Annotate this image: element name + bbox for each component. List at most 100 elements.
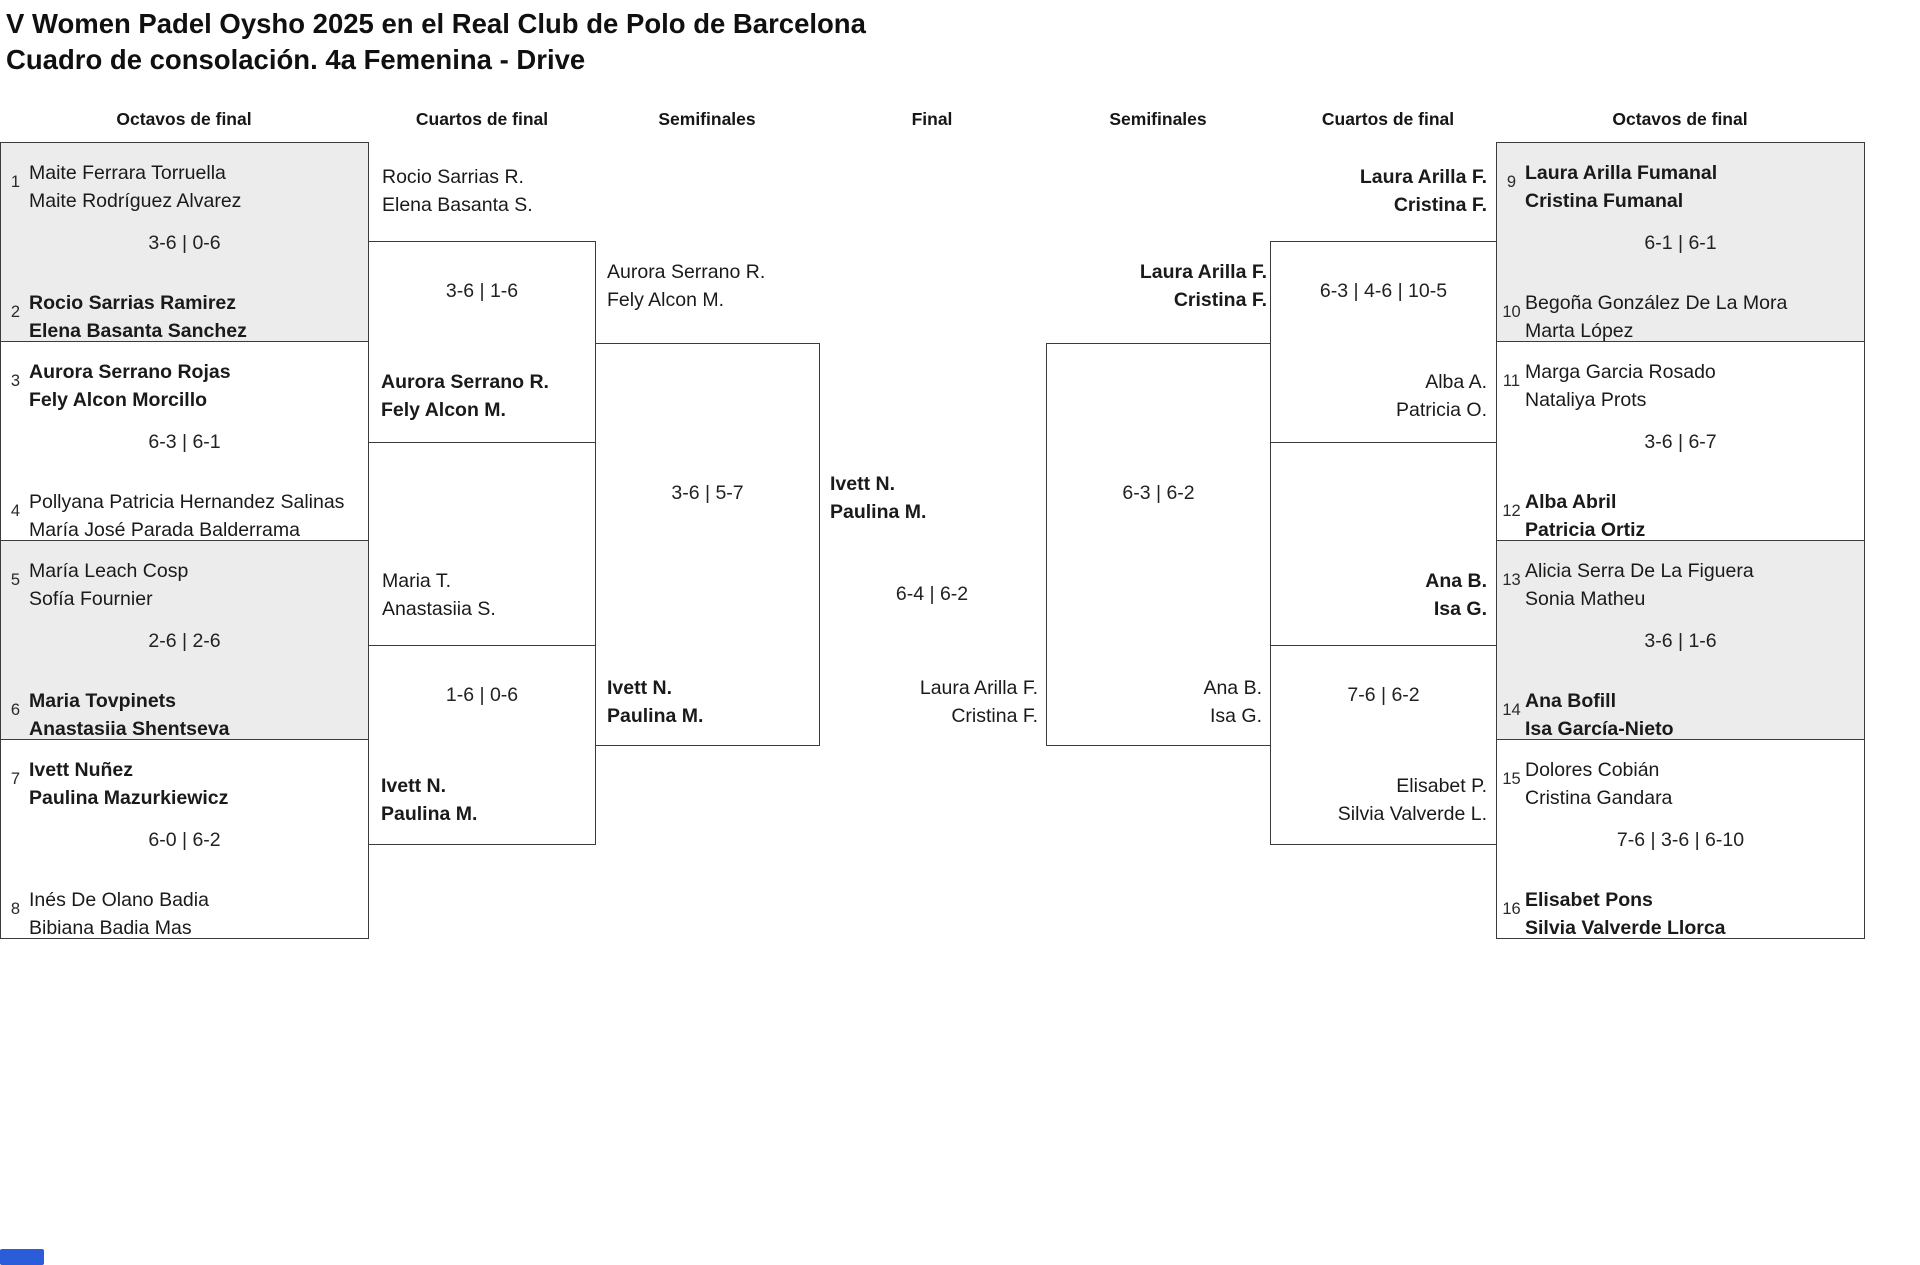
player-line: Sofía Fournier [29, 588, 153, 610]
team-pair-winner: Maria Tovpinets Anastasiia Shentseva [29, 687, 230, 743]
round-header-semis-right: Semifinales [1109, 109, 1207, 129]
qf-left-top-entrant: Rocio Sarrias R. Elena Basanta S. [382, 163, 533, 219]
seed-number: 15 [1502, 770, 1521, 788]
player-line: Elena Basanta S. [382, 194, 533, 216]
player-line: Patricia O. [1395, 399, 1487, 421]
match-box-sf-right [1046, 343, 1271, 746]
seed-number: 7 [10, 770, 21, 788]
seed-number: 11 [1502, 372, 1521, 390]
team-pair-winner: Elisabet Pons Silvia Valverde Llorca [1525, 886, 1726, 942]
player-line: Paulina M. [607, 705, 704, 727]
seed-number: 3 [10, 372, 21, 390]
player-line: Ivett N. [830, 473, 896, 495]
player-line: Anastasiia S. [382, 598, 496, 620]
team-pair-winner: Rocio Sarrias Ramirez Elena Basanta Sanc… [29, 289, 247, 345]
player-line: Fely Alcon M. [381, 399, 506, 421]
player-line: Cristina F. [951, 705, 1038, 727]
sf-right-winner: Laura Arilla F. Cristina F. [1140, 258, 1267, 314]
player-line: Dolores Cobián [1525, 759, 1660, 781]
team-pair-winner: Ivett Nuñez Paulina Mazurkiewicz [29, 756, 228, 812]
team-pair-winner: Laura Arilla Fumanal Cristina Fumanal [1525, 159, 1717, 215]
player-line: Laura Arilla Fumanal [1525, 162, 1718, 184]
player-line: Paulina M. [381, 803, 478, 825]
round-header-semis-left: Semifinales [658, 109, 756, 129]
seed-number: 16 [1502, 900, 1521, 918]
seed-number: 6 [10, 701, 21, 719]
player-line: Bibiana Badia Mas [29, 917, 192, 939]
final-winner: Ivett N. Paulina M. [830, 470, 926, 526]
final-runner-up: Laura Arilla F. Cristina F. [920, 674, 1038, 730]
round-header-cuartos-left: Cuartos de final [415, 109, 549, 129]
match-box-qf-left-top [368, 241, 596, 443]
player-line: Fely Alcon M. [607, 289, 725, 311]
match-box-sf-left [595, 343, 820, 746]
match-box-r16-11-12: 11 Marga Garcia Rosado Nataliya Prots 3-… [1496, 341, 1865, 541]
player-line: Ivett N. [381, 775, 447, 797]
player-line: Cristina Fumanal [1525, 190, 1684, 212]
team-pair: Pollyana Patricia Hernandez Salinas Marí… [29, 488, 344, 544]
player-line: Fely Alcon Morcillo [29, 389, 208, 411]
team-pair: Maite Ferrara Torruella Maite Rodríguez … [29, 159, 241, 215]
player-line: Alba Abril [1525, 491, 1617, 513]
player-line: Rocio Sarrias R. [382, 166, 524, 188]
match-box-r16-13-14: 13 Alicia Serra De La Figuera Sonia Math… [1496, 540, 1865, 740]
team-pair-winner: Ana Bofill Isa García-Nieto [1525, 687, 1673, 743]
qf-left-bottom-entrant: Maria T. Anastasiia S. [382, 567, 496, 623]
player-line: Paulina Mazurkiewicz [29, 787, 229, 809]
player-line: Aurora Serrano Rojas [29, 361, 231, 383]
player-line: Silvia Valverde Llorca [1525, 917, 1726, 939]
sf-right-entrant: Ana B. Isa G. [1203, 674, 1262, 730]
qf-left-bottom-score: 1-6 | 0-6 [445, 684, 519, 706]
player-line: Elisabet P. [1396, 775, 1487, 797]
qf-left-top-winner: Aurora Serrano R. Fely Alcon M. [381, 368, 549, 424]
round-header-octavos-right: Octavos de final [1612, 109, 1748, 129]
player-line: Aurora Serrano R. [607, 261, 766, 283]
player-line: Laura Arilla F. [1139, 261, 1267, 283]
player-line: Laura Arilla F. [919, 677, 1038, 699]
player-line: Alicia Serra De La Figuera [1525, 560, 1754, 582]
player-line: Ivett Nuñez [29, 759, 134, 781]
player-line: Nataliya Prots [1525, 389, 1647, 411]
player-line: Cristina F. [1393, 194, 1487, 216]
seed-number: 8 [10, 900, 21, 918]
team-pair-winner: Aurora Serrano Rojas Fely Alcon Morcillo [29, 358, 231, 414]
page-title: V Women Padel Oysho 2025 en el Real Club… [6, 6, 866, 78]
team-pair: Dolores Cobián Cristina Gandara [1525, 756, 1672, 812]
team-pair: Alicia Serra De La Figuera Sonia Matheu [1525, 557, 1754, 613]
match-score: 3-6 | 1-6 [1644, 630, 1717, 652]
player-line: Patricia Ortiz [1525, 519, 1646, 541]
player-line: Isa G. [1209, 705, 1262, 727]
seed-number: 5 [10, 571, 21, 589]
player-line: Maite Rodríguez Alvarez [29, 190, 242, 212]
player-line: Isa García-Nieto [1525, 718, 1674, 740]
team-pair-winner: Alba Abril Patricia Ortiz [1525, 488, 1645, 544]
qf-left-top-score: 3-6 | 1-6 [445, 280, 519, 302]
player-line: Alba A. [1425, 371, 1487, 393]
browser-status-stub [0, 1249, 44, 1265]
player-line: Paulina M. [830, 501, 927, 523]
qf-left-bottom-winner: Ivett N. Paulina M. [381, 772, 477, 828]
qf-right-top-entrant: Alba A. Patricia O. [1396, 368, 1487, 424]
match-box-r16-9-10: 9 Laura Arilla Fumanal Cristina Fumanal … [1496, 142, 1865, 342]
team-pair: Marga Garcia Rosado Nataliya Prots [1525, 358, 1716, 414]
player-line: Ana B. [1203, 677, 1262, 699]
match-score: 6-1 | 6-1 [1644, 232, 1717, 254]
player-line: Ana Bofill [1525, 690, 1616, 712]
player-line: Silvia Valverde L. [1337, 803, 1487, 825]
team-pair: María Leach Cosp Sofía Fournier [29, 557, 188, 613]
sf-right-score: 6-3 | 6-2 [1122, 482, 1195, 504]
qf-right-bottom-score: 7-6 | 6-2 [1347, 684, 1420, 706]
player-line: Elisabet Pons [1525, 889, 1653, 911]
seed-number: 9 [1506, 173, 1517, 191]
player-line: Elena Basanta Sanchez [29, 320, 247, 342]
final-score: 6-4 | 6-2 [895, 583, 969, 605]
round-header-cuartos-right: Cuartos de final [1321, 109, 1455, 129]
player-line: María José Parada Balderrama [29, 519, 300, 541]
seed-number: 10 [1502, 303, 1521, 321]
title-line-1: V Women Padel Oysho 2025 en el Real Club… [6, 8, 866, 39]
player-line: Ana B. [1425, 570, 1487, 592]
match-score: 6-0 | 6-2 [148, 829, 221, 851]
sf-left-winner: Ivett N. Paulina M. [607, 674, 703, 730]
player-line: Anastasiia Shentseva [29, 718, 230, 740]
